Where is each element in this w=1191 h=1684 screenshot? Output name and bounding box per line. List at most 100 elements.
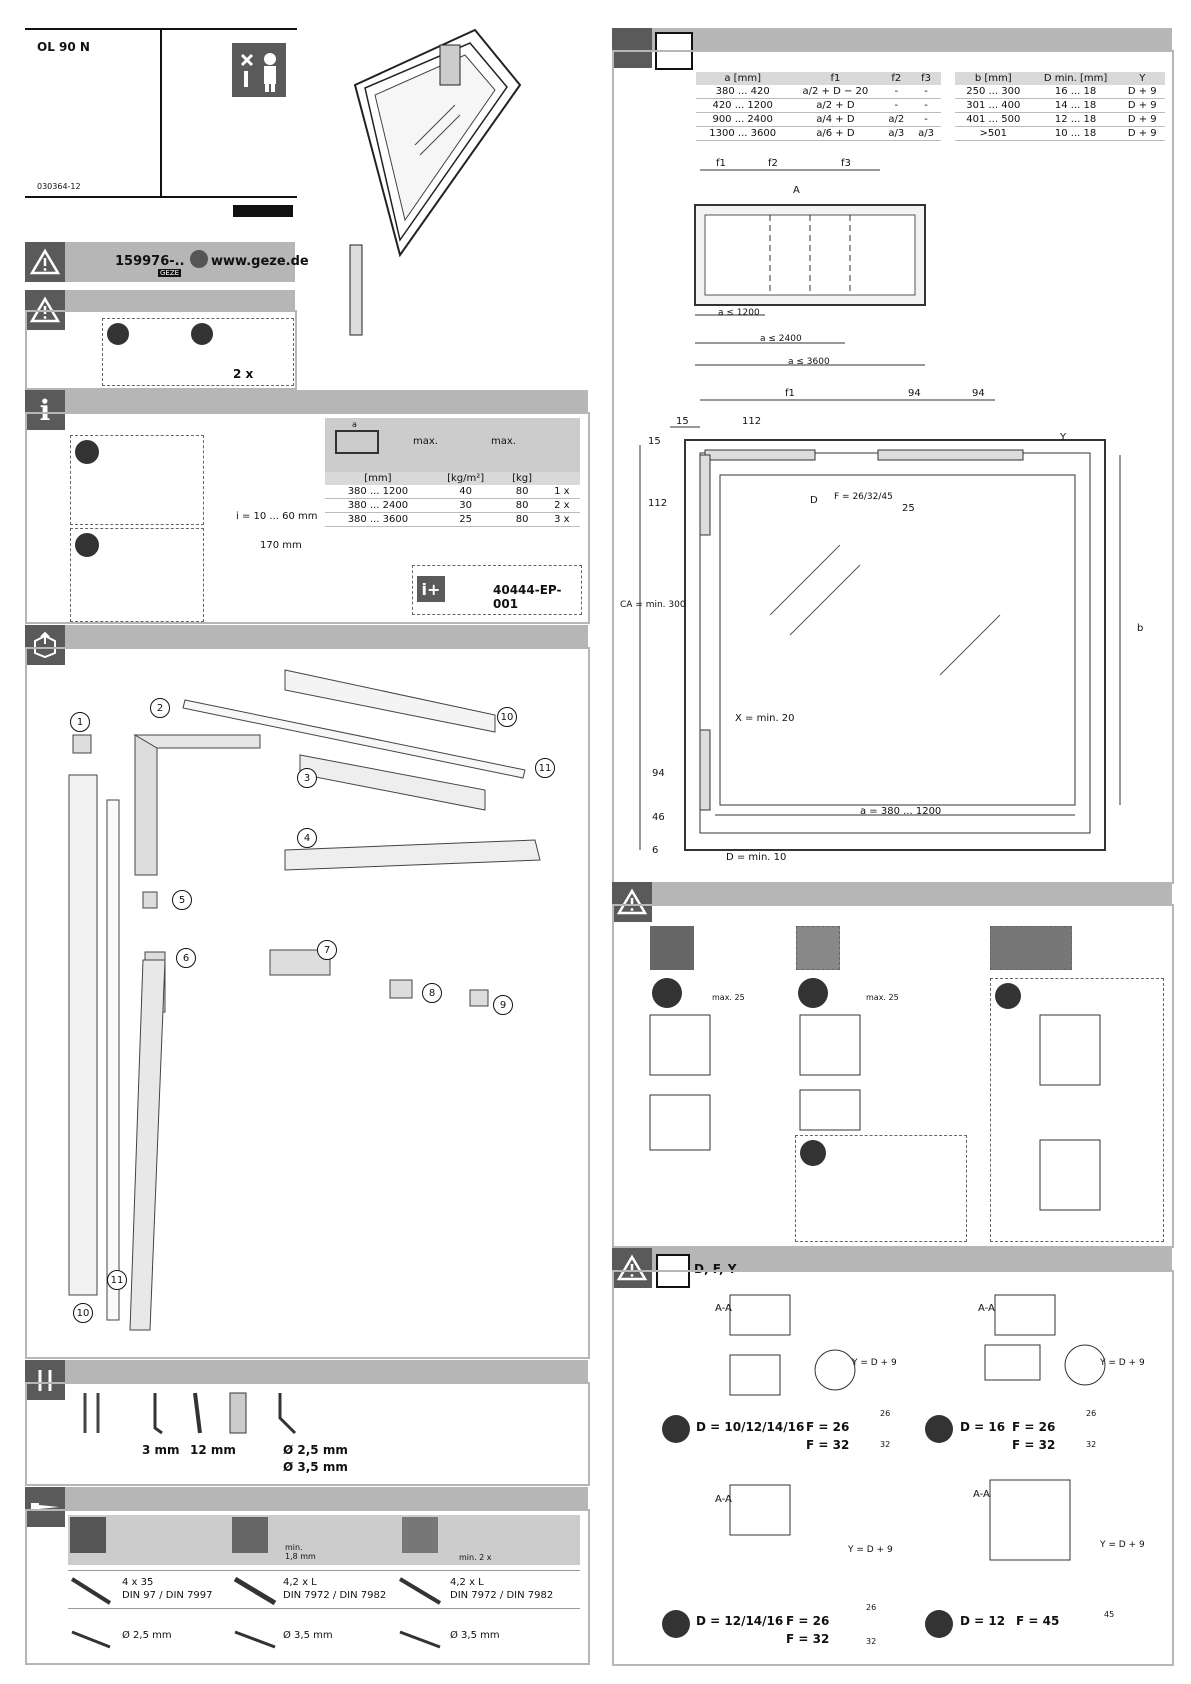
md-112: 112 xyxy=(742,416,762,427)
p4-n45: 45 xyxy=(1104,1610,1115,1619)
count-2x: 2 x xyxy=(233,367,254,381)
part-number: 3 xyxy=(297,768,317,788)
md-6: 6 xyxy=(652,845,659,856)
arrow-icon xyxy=(190,250,208,268)
check-icon xyxy=(798,978,828,1008)
md-CA: CA = min. 300 xyxy=(620,600,686,610)
p3-d: D = 12/14/16 xyxy=(696,1614,784,1628)
hand-icon xyxy=(925,1415,953,1443)
part-number: 6 xyxy=(176,948,196,968)
check-icon xyxy=(191,323,213,345)
info-plus-icon: i+ xyxy=(417,576,445,602)
do-dont-box: 2 x xyxy=(102,318,294,386)
hand-icon xyxy=(662,1610,690,1638)
warning-icon xyxy=(25,242,65,282)
col-kgm2: [kg/m²] xyxy=(430,472,501,485)
p2-aa: A-A xyxy=(978,1303,995,1314)
hand-icon xyxy=(662,1415,690,1443)
p2-n26: 26 xyxy=(1086,1409,1097,1418)
overview-drawing xyxy=(694,169,926,366)
prohibited-icon xyxy=(995,983,1021,1009)
warning-icon xyxy=(612,1248,652,1288)
md-94a: 94 xyxy=(908,388,921,399)
p2-y: Y = D + 9 xyxy=(1100,1358,1145,1368)
part-number: 8 xyxy=(422,983,442,1003)
part-number: 11 xyxy=(107,1270,127,1290)
dfy-title: D, F, Y xyxy=(694,1262,737,1276)
product-title: OL 90 N xyxy=(37,40,90,54)
prohibited-icon xyxy=(107,323,129,345)
ov-f1: f1 xyxy=(716,158,726,169)
part-number: 5 xyxy=(172,890,192,910)
screw-2: 4,2 x L xyxy=(283,1577,317,1588)
md-D: D xyxy=(810,495,818,506)
website-link[interactable]: www.geze.de xyxy=(211,254,309,269)
steel-icon xyxy=(650,926,694,970)
md-94b: 94 xyxy=(972,388,985,399)
col-count xyxy=(543,472,580,485)
part-number: 9 xyxy=(493,995,513,1015)
p1-f2: F = 32 xyxy=(806,1438,850,1452)
std-2: DIN 7972 / DIN 7982 xyxy=(283,1590,387,1601)
p2-f2: F = 32 xyxy=(1012,1438,1056,1452)
p4-d: D = 12 xyxy=(960,1614,1006,1628)
title-block: OL 90 N 030364-12 xyxy=(25,28,297,217)
wood-icon xyxy=(70,1517,106,1553)
std-1: DIN 97 / DIN 7997 xyxy=(122,1590,213,1601)
p3-y: Y = D + 9 xyxy=(848,1545,893,1555)
drill-2: Ø 3,5 mm xyxy=(283,1630,333,1641)
ov-a2400: a ≤ 2400 xyxy=(760,334,802,344)
part-number: 4 xyxy=(297,828,317,848)
ref-code: 159976-.. xyxy=(115,254,185,269)
drill-3: Ø 3,5 mm xyxy=(450,1630,500,1641)
part-number: 10 xyxy=(497,707,517,727)
md-112v: 112 xyxy=(648,498,668,509)
tool-drill-1: Ø 2,5 mm xyxy=(283,1443,348,1457)
package-icon xyxy=(25,625,65,665)
screw-icon xyxy=(25,1487,65,1527)
max25-b: max. 25 xyxy=(866,993,899,1002)
ov-a-label: A xyxy=(793,185,800,196)
check-icon xyxy=(652,978,682,1008)
prohibited-icon xyxy=(75,533,99,557)
md-25: 25 xyxy=(902,503,915,514)
dfy-drawings xyxy=(729,1294,1106,1561)
brand-badge: GEZE xyxy=(158,269,182,277)
p2-f1: F = 26 xyxy=(1012,1420,1056,1434)
part-number: 10 xyxy=(73,1303,93,1323)
p4-y: Y = D + 9 xyxy=(1100,1540,1145,1550)
info-icon: i xyxy=(25,390,65,430)
p4-f1: F = 45 xyxy=(1016,1614,1060,1628)
scale-icon xyxy=(233,205,293,217)
tool-hex: 3 mm xyxy=(142,1443,180,1457)
main-dimension-drawing xyxy=(639,399,1121,851)
p3-n32: 32 xyxy=(866,1637,877,1646)
ov-f2: f2 xyxy=(768,158,778,169)
alu-icon xyxy=(402,1517,438,1553)
a-label: a xyxy=(352,420,357,429)
ov-f3: f3 xyxy=(841,158,851,169)
md-94v: 94 xyxy=(652,768,665,779)
p1-n32: 32 xyxy=(880,1440,891,1449)
col-kg: [kg] xyxy=(500,472,544,485)
screw-1: 4 x 35 xyxy=(122,1577,154,1588)
p3-aa: A-A xyxy=(715,1494,732,1505)
part-number: 11 xyxy=(535,758,555,778)
md-X: X = min. 20 xyxy=(735,713,795,724)
max-label-2: max. xyxy=(491,436,516,447)
md-Y: Y xyxy=(1060,432,1067,443)
p4-aa: A-A xyxy=(973,1489,990,1500)
warning-icon xyxy=(612,882,652,922)
prohibited-icon xyxy=(800,1140,826,1166)
md-b: b xyxy=(1137,623,1144,634)
part-number: 1 xyxy=(70,712,90,732)
part-number: 2 xyxy=(150,698,170,718)
